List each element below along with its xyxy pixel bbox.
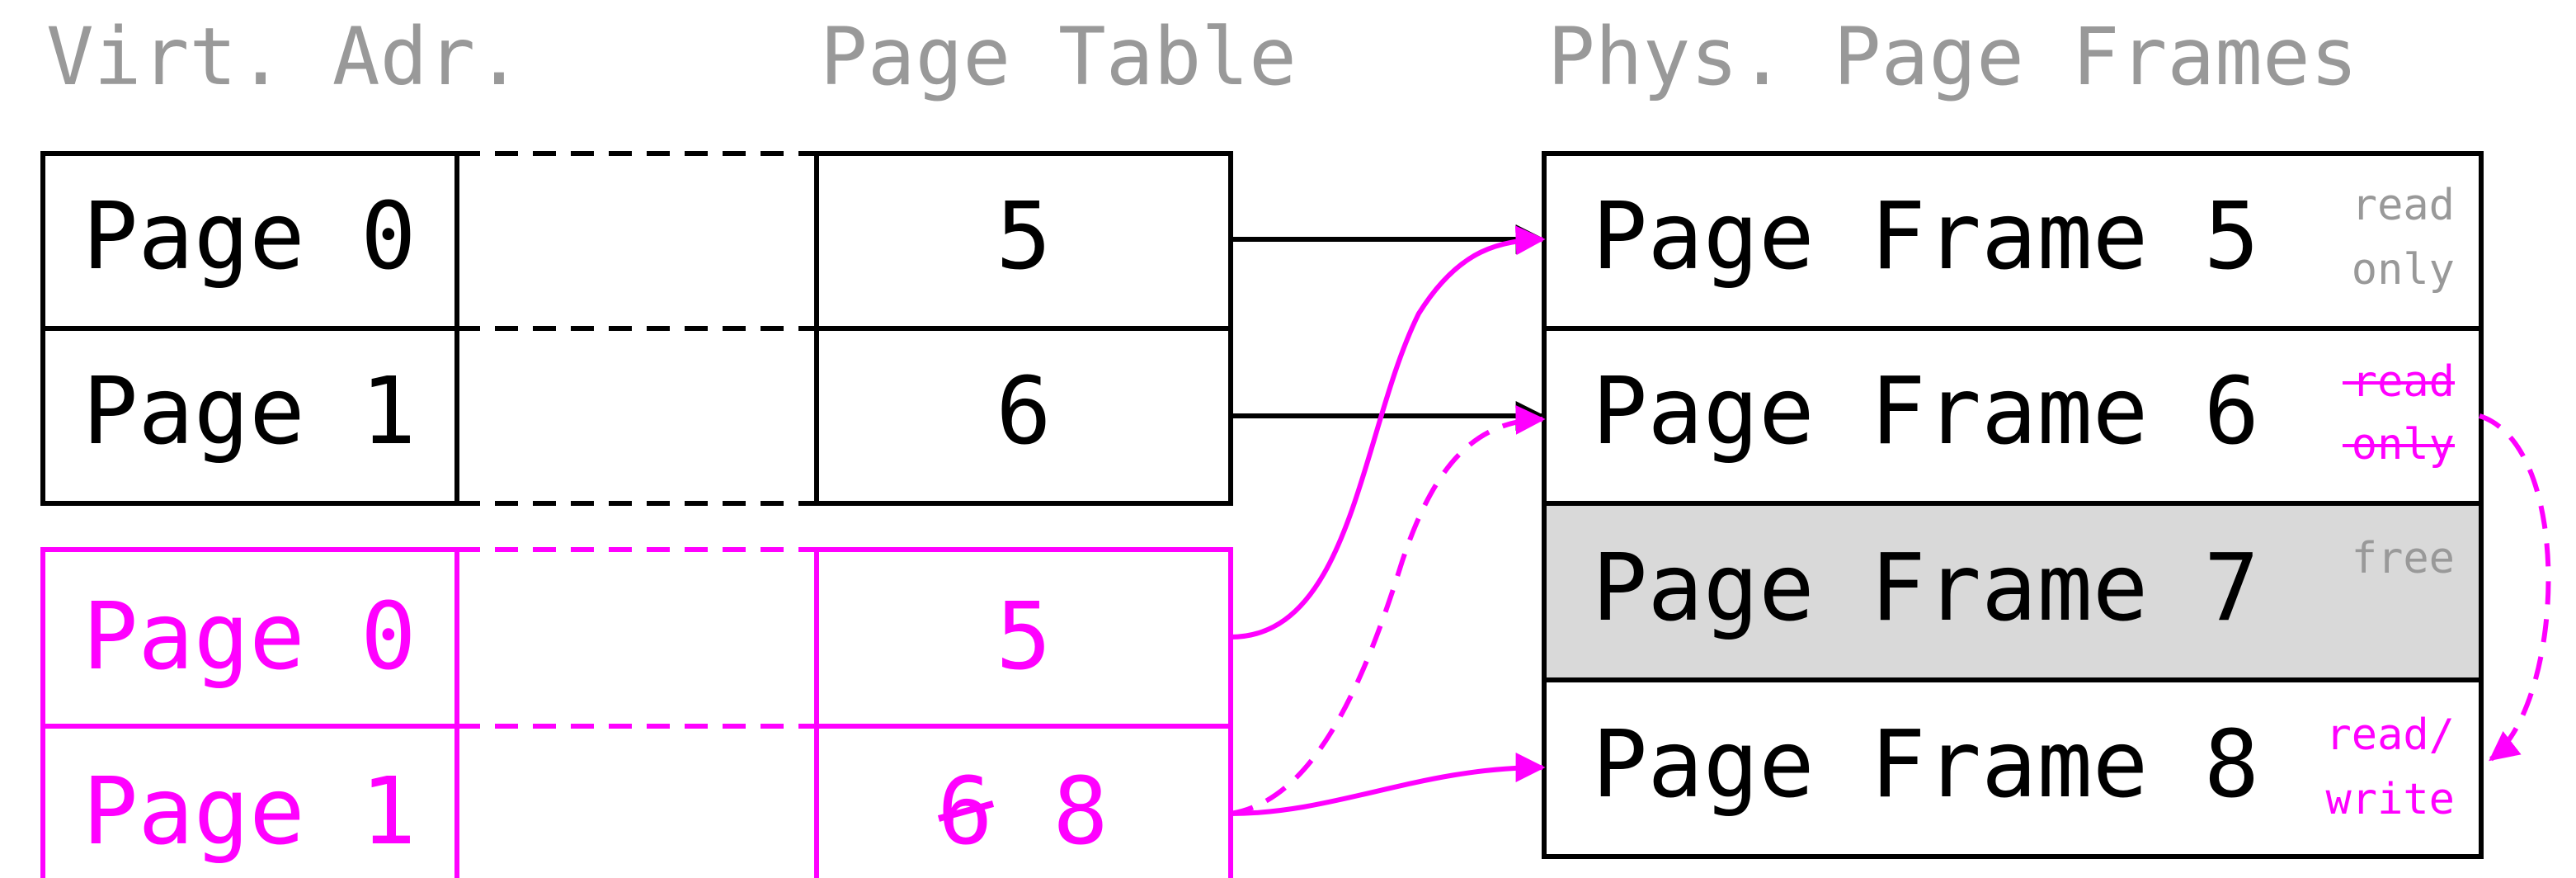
frame-8-status-line-2: write (2325, 775, 2455, 824)
arrow-b-entry-1-new-to-frame-8 (1230, 753, 1546, 816)
frame-8-status-line-1: read/ (2325, 710, 2455, 760)
frame-8-label: Page Frame 8 (1592, 711, 2259, 819)
process-a-entry-1: 6 (996, 358, 1051, 465)
physical-frames (1542, 151, 2484, 859)
frame-5-status-line-1: read (2352, 181, 2455, 230)
process-b-page-1-label: Page 1 (82, 758, 417, 866)
process-a (40, 151, 1233, 506)
header-page-table: Page Table (820, 11, 1297, 103)
frame-5-status-line-2: only (2352, 245, 2455, 295)
frame-7-status: free (2352, 534, 2455, 583)
process-b-page-0-label: Page 0 (82, 583, 417, 691)
process-b (40, 547, 1233, 878)
process-a-page-1-label: Page 1 (82, 358, 417, 465)
frame-5-box (1542, 151, 2484, 331)
process-a-page-1-box (40, 326, 459, 506)
arrow-copy-frame-6-to-frame-8 (2479, 413, 2551, 762)
arrow-b-entry-1-old-to-frame-6 (1230, 404, 1546, 816)
process-b-page-box (40, 547, 459, 878)
process-b-entry-0: 5 (996, 583, 1051, 691)
process-b-table-box (814, 547, 1233, 878)
header-virtual-address: Virt. Adr. (46, 11, 523, 103)
header-physical-frames: Phys. Page Frames (1547, 11, 2358, 103)
frame-8-box (1542, 677, 2484, 859)
frame-6-label: Page Frame 6 (1592, 358, 2259, 465)
process-b-entry-1-old-strike (937, 800, 995, 822)
frame-7-box (1542, 501, 2484, 682)
process-a-entry-0: 5 (996, 183, 1051, 290)
frame-7-label: Page Frame 7 (1592, 535, 2259, 642)
arrow-b-entry-0-to-frame-5 (1230, 225, 1546, 640)
process-b-entry-1-new: 8 (1053, 758, 1108, 866)
process-a-page-0-label: Page 0 (82, 183, 417, 290)
frame-5-label: Page Frame 5 (1592, 183, 2259, 290)
